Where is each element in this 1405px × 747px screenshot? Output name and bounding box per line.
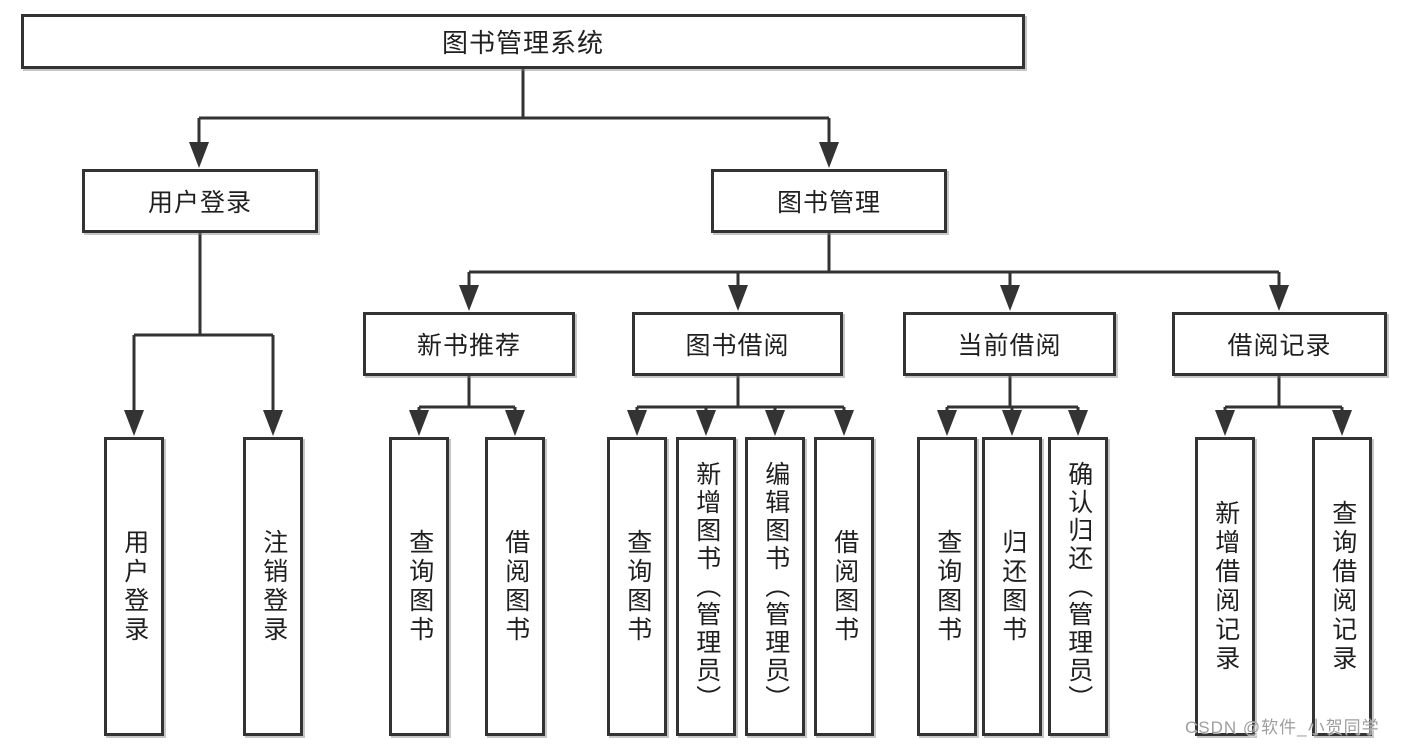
connector-arrowhead [728, 285, 748, 311]
leaf-query-books-2: 查询图书 [607, 437, 667, 736]
connector-arrowhead [627, 410, 647, 436]
leaf-add-book-admin: 新增图书（管理员） [676, 437, 736, 736]
leaf-user-login-label: 用户登录 [120, 528, 149, 645]
connector-arrowhead [505, 410, 525, 436]
csdn-watermark: CSDN @软件_小贺同学 [1185, 718, 1380, 737]
leaf-query-borrow-record: 查询借阅记录 [1312, 437, 1372, 736]
leaf-borrow-books-1: 借阅图书 [485, 437, 545, 736]
leaf-logout-label: 注销登录 [259, 528, 288, 645]
connector-arrowhead [696, 410, 716, 436]
leaf-user-login: 用户登录 [104, 437, 164, 736]
node-user-login-label: 用户登录 [147, 189, 252, 217]
node-current-borrowing-label: 当前借阅 [957, 332, 1062, 360]
leaf-query-books-3: 查询图书 [917, 437, 977, 736]
node-current-borrowing: 当前借阅 [903, 312, 1116, 376]
leaf-add-book-admin-label: 新增图书（管理员） [692, 460, 721, 713]
connector-arrowhead [1332, 410, 1352, 436]
connector-arrowhead [409, 410, 429, 436]
connector-arrowhead [459, 285, 479, 311]
leaf-borrow-books-1-label: 借阅图书 [501, 528, 530, 645]
leaf-add-borrow-record-label: 新增借阅记录 [1211, 499, 1240, 674]
connector-arrowhead [1068, 410, 1088, 436]
node-new-book-recommend: 新书推荐 [363, 312, 575, 376]
node-library-management-system: 图书管理系统 [21, 14, 1025, 69]
leaf-query-books-1-label: 查询图书 [405, 528, 434, 645]
node-book-management: 图书管理 [711, 169, 947, 233]
leaf-query-books-2-label: 查询图书 [623, 528, 652, 645]
leaf-edit-book-admin-label: 编辑图书（管理员） [761, 460, 790, 713]
leaf-return-book: 归还图书 [982, 437, 1042, 736]
connector-arrowhead [1002, 410, 1022, 436]
leaf-confirm-return-admin-label: 确认归还（管理员） [1064, 460, 1093, 713]
node-book-management-label: 图书管理 [776, 189, 881, 217]
node-user-login: 用户登录 [82, 169, 318, 233]
connector-arrowhead [263, 410, 283, 436]
leaf-borrow-books-2: 借阅图书 [814, 437, 874, 736]
leaf-logout: 注销登录 [243, 437, 303, 736]
connector-arrowhead [937, 410, 957, 436]
leaf-query-books-3-label: 查询图书 [933, 528, 962, 645]
node-book-borrowing: 图书借阅 [632, 312, 843, 376]
node-book-borrowing-label: 图书借阅 [685, 332, 790, 360]
leaf-add-borrow-record: 新增借阅记录 [1195, 437, 1255, 736]
connector-arrowhead [834, 410, 854, 436]
leaf-edit-book-admin: 编辑图书（管理员） [745, 437, 805, 736]
node-library-management-system-label: 图书管理系统 [441, 28, 604, 58]
connector-arrowhead [124, 410, 144, 436]
leaf-borrow-books-2-label: 借阅图书 [830, 528, 859, 645]
connector-arrowhead [189, 142, 209, 168]
connector-arrowhead [1000, 285, 1020, 311]
leaf-return-book-label: 归还图书 [998, 528, 1027, 645]
node-new-book-recommend-label: 新书推荐 [416, 332, 521, 360]
node-borrow-records: 借阅记录 [1172, 312, 1387, 376]
leaf-query-books-1: 查询图书 [389, 437, 449, 736]
leaf-query-borrow-record-label: 查询借阅记录 [1328, 499, 1357, 674]
node-borrow-records-label: 借阅记录 [1227, 332, 1332, 360]
connector-arrowhead [765, 410, 785, 436]
connector-arrowhead [1269, 285, 1289, 311]
connector-arrowhead [1215, 410, 1235, 436]
leaf-confirm-return-admin: 确认归还（管理员） [1048, 437, 1108, 736]
connector-arrowhead [819, 142, 839, 168]
